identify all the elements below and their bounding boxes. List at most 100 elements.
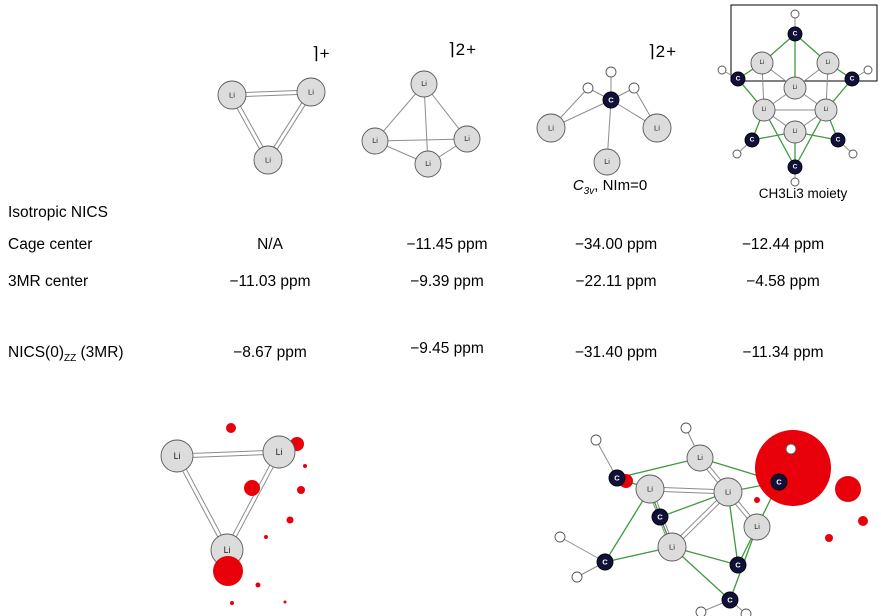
nics-dot — [264, 535, 268, 539]
nics-dot — [858, 516, 868, 526]
nics-dot — [283, 600, 287, 604]
atom-li — [296, 77, 326, 107]
atom-h — [790, 9, 800, 19]
value-nics0zz-ch3li3: −31.40 ppm — [574, 344, 658, 361]
nics-dot — [755, 430, 831, 506]
atom-li — [657, 532, 687, 562]
value-cage-li4: −11.45 ppm — [406, 236, 488, 253]
atom-h — [554, 531, 566, 543]
atom-h — [863, 65, 873, 75]
atom-c — [787, 26, 803, 42]
atom-li — [453, 125, 481, 153]
atom-label: Li — [725, 488, 731, 497]
caption-c3v: C3v, NIm=0 — [540, 177, 680, 197]
nics0zz-main: NICS(0) — [8, 344, 64, 361]
atom-c — [830, 132, 846, 148]
charge-label-li3: ⌉+ — [312, 44, 331, 63]
value-3mr-moiety: −4.58 ppm — [746, 273, 820, 290]
atom-li — [783, 120, 807, 144]
atom-label: Li — [174, 451, 181, 461]
atom-c — [721, 591, 739, 609]
value-3mr-li4: −9.39 ppm — [410, 273, 484, 290]
atom-label: Li — [697, 454, 703, 462]
atom-label: Li — [793, 85, 798, 91]
charge-label-li4: ⌉2+ — [448, 40, 478, 59]
atom-label: Li — [224, 545, 231, 555]
bond — [224, 450, 278, 550]
atom-c — [608, 469, 626, 487]
atom-label: Li — [793, 129, 798, 135]
bond — [177, 453, 280, 459]
atom-c — [651, 508, 669, 526]
nics-dot — [255, 582, 261, 588]
bond — [374, 138, 468, 142]
atom-label: Li — [229, 91, 235, 100]
atom-label: C — [602, 558, 608, 567]
atom-c — [787, 159, 803, 175]
atom-label: Li — [826, 60, 831, 66]
atom-h — [605, 66, 617, 78]
atom-label: C — [608, 96, 614, 105]
nics-dot — [226, 423, 236, 433]
atom-li — [217, 80, 247, 110]
caption-moiety: CH3Li3 moiety — [758, 186, 848, 201]
atom-h — [740, 608, 752, 616]
c3v-point-group: C — [572, 177, 584, 194]
atom-li — [814, 98, 838, 122]
atom-li — [750, 51, 774, 75]
atom-li — [593, 148, 621, 176]
atom-li — [262, 435, 296, 469]
nics-dot — [835, 476, 861, 502]
atom-li — [410, 70, 438, 98]
atom-h — [680, 422, 692, 434]
atom-label: Li — [824, 107, 829, 113]
atom-label: Li — [604, 158, 610, 166]
atom-label: C — [793, 164, 798, 171]
atom-label: Li — [548, 124, 554, 133]
atom-h — [732, 149, 742, 159]
atom-h — [717, 65, 727, 75]
atom-label: Li — [760, 60, 765, 66]
nics-dot — [213, 556, 243, 586]
atom-label: C — [793, 31, 798, 38]
value-nics0zz-moiety: −11.34 ppm — [742, 344, 824, 361]
nics-dot — [297, 486, 305, 494]
atom-label: C — [614, 474, 620, 483]
value-nics0zz-li4: −9.45 ppm — [410, 340, 484, 357]
atom-c — [744, 132, 760, 148]
atom-h — [590, 434, 602, 446]
atom-label: C — [736, 76, 741, 83]
atom-li — [253, 145, 283, 175]
atom-label: Li — [276, 447, 283, 457]
atom-li — [635, 474, 665, 504]
nics0zz-subscript: ZZ — [63, 353, 77, 365]
atom-c — [730, 71, 746, 87]
value-cage-moiety: −12.44 ppm — [741, 236, 825, 253]
atom-label: Li — [654, 124, 660, 133]
atom-label: C — [776, 478, 782, 487]
atom-li — [160, 439, 194, 473]
atom-label: Li — [265, 156, 271, 165]
atom-c — [729, 556, 747, 574]
value-3mr-li3: −11.03 ppm — [229, 273, 311, 290]
atom-h — [848, 149, 858, 159]
atom-li — [414, 150, 442, 178]
atom-label: Li — [464, 135, 470, 143]
atom-c — [844, 71, 860, 87]
atom-li — [816, 51, 840, 75]
atom-h — [790, 177, 800, 187]
bond — [228, 452, 282, 552]
atom-label: C — [750, 137, 755, 144]
atom-h — [582, 82, 594, 94]
atom-li — [713, 477, 743, 507]
atom-li — [783, 76, 807, 100]
nics-dot — [244, 480, 260, 496]
atom-c — [602, 91, 620, 109]
atom-label: Li — [647, 485, 653, 494]
atom-h — [571, 571, 583, 583]
